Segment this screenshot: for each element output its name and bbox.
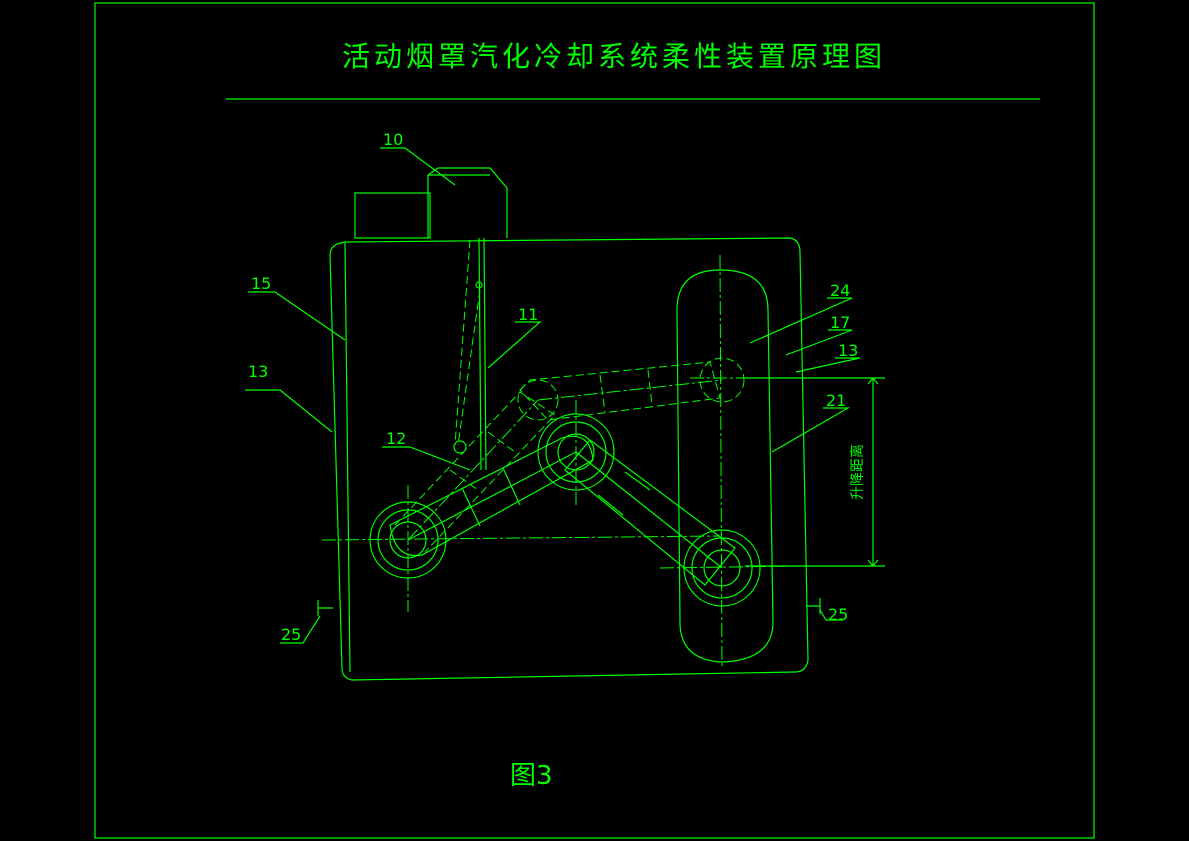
slot-guide (676, 269, 774, 663)
label-24: 24 (830, 281, 850, 300)
housing-inner-edge (344, 241, 351, 673)
label-10: 10 (383, 130, 403, 149)
chain-cable (453, 237, 487, 471)
stroke-dimension (745, 377, 885, 567)
drive-unit (354, 167, 508, 239)
label-12: 12 (386, 429, 406, 448)
link-arm-right (564, 439, 736, 586)
leader-lines (245, 147, 861, 644)
housing-body (329, 237, 809, 681)
label-25-right: 25 (828, 605, 848, 624)
label-17: 17 (830, 313, 850, 332)
lower-slider-pivot (659, 529, 801, 607)
stroke-label: 升降距离 (849, 444, 866, 500)
label-13-left: 13 (248, 362, 268, 381)
upper-slider-pivot (517, 357, 770, 421)
drawing-frame (94, 2, 1095, 839)
link-arm-lower (389, 435, 594, 557)
left-pivot (321, 485, 721, 612)
label-15: 15 (251, 274, 271, 293)
link-arm-dashed-upper (394, 361, 723, 553)
figure-caption: 图3 (510, 761, 553, 791)
label-13-right: 13 (838, 341, 858, 360)
label-25-left: 25 (281, 625, 301, 644)
right-port (806, 598, 821, 614)
label-11: 11 (518, 305, 538, 324)
label-21: 21 (826, 391, 846, 410)
drawing-title: 活动烟罩汽化冷却系统柔性装置原理图 (342, 40, 886, 73)
left-port (317, 600, 333, 616)
